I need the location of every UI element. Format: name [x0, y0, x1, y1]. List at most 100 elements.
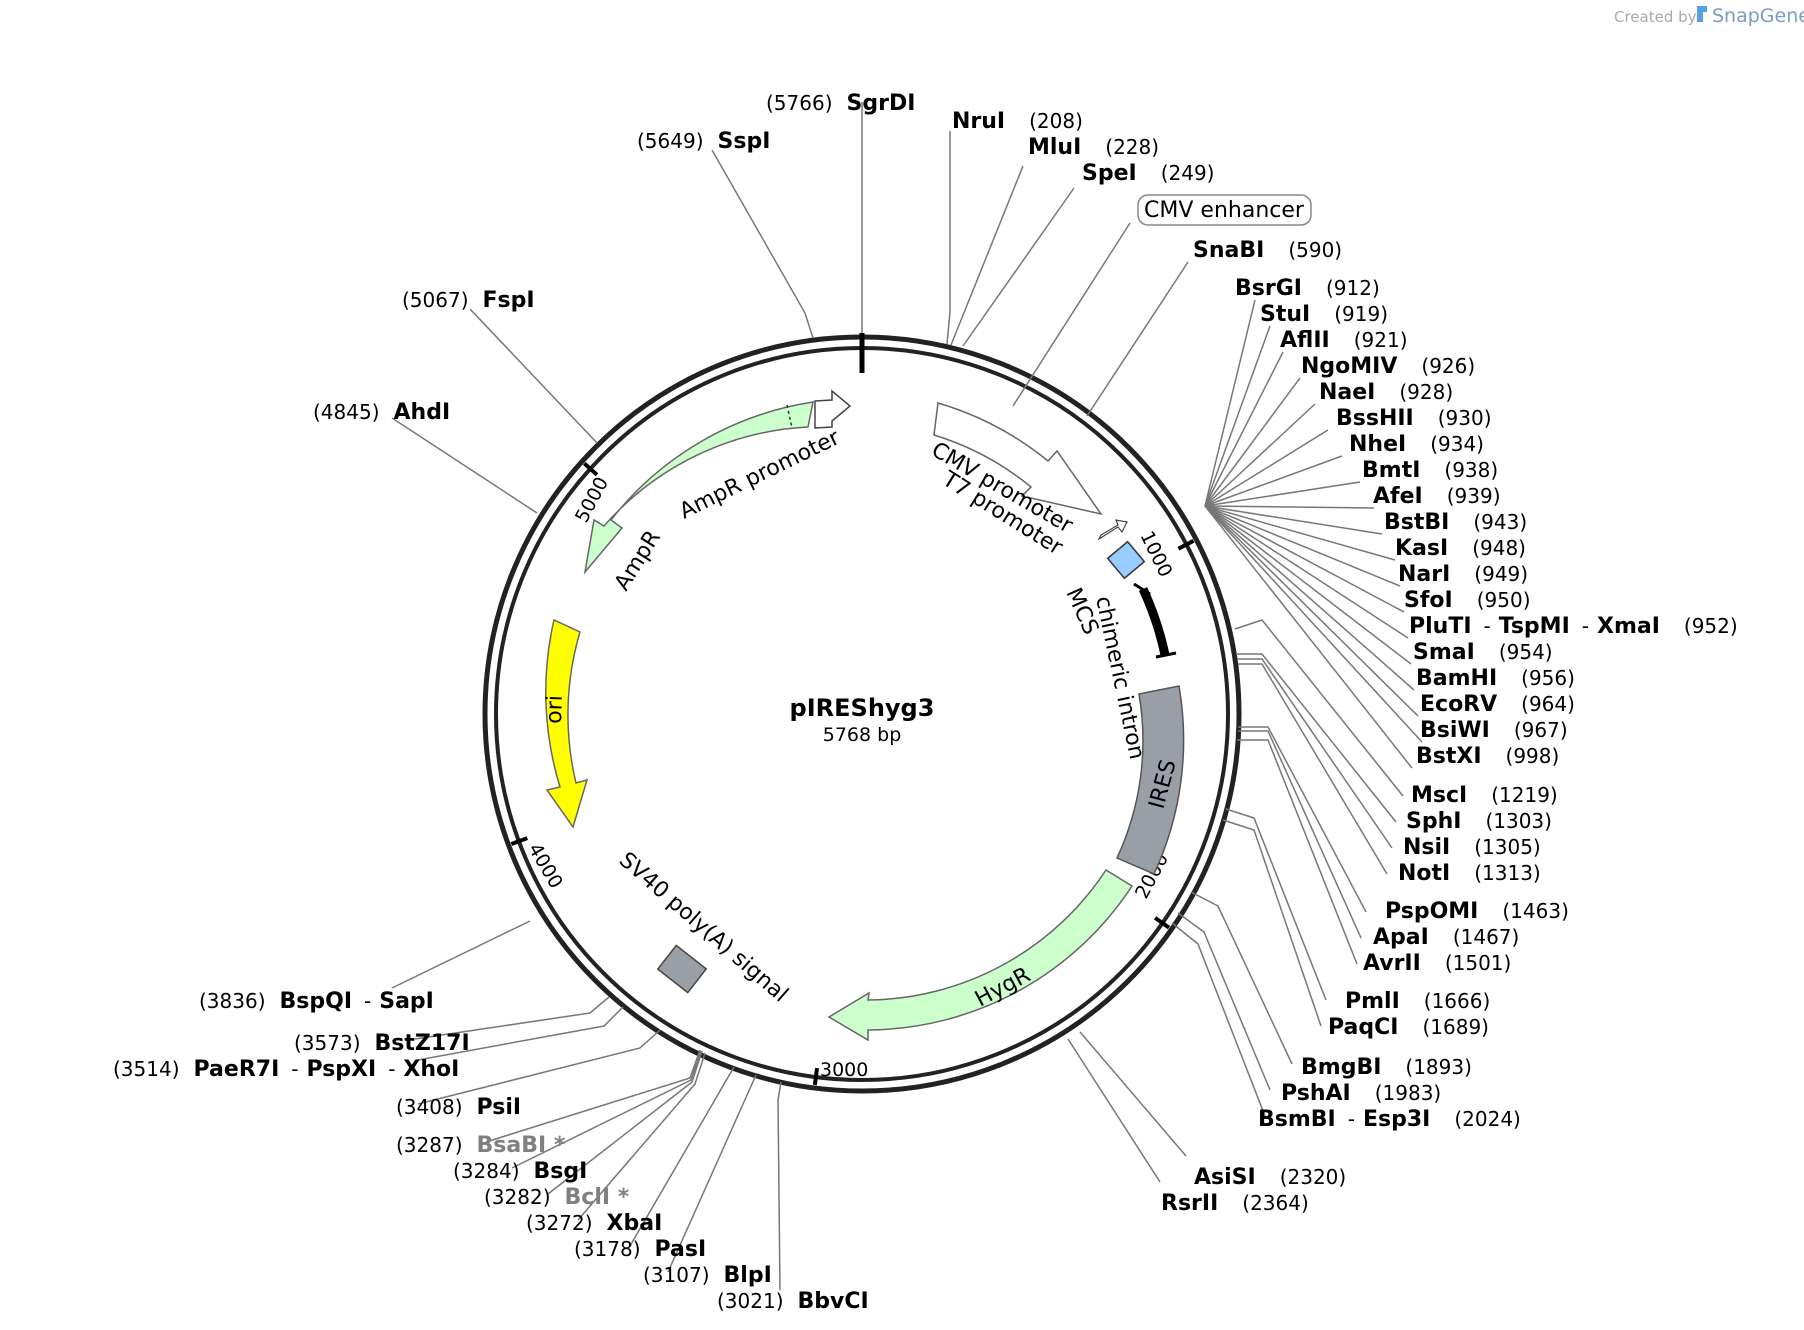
site-label[interactable]: PshAI(1983)	[1281, 1081, 1441, 1106]
feature-t7-promoter[interactable]	[1097, 519, 1128, 541]
site-label[interactable]: PmlI(1666)	[1345, 989, 1490, 1014]
credit-brand: SnapGene	[1712, 5, 1804, 27]
site-name-separator: -	[388, 1057, 395, 1081]
site-position: (1501)	[1445, 951, 1512, 975]
site-label[interactable]: PspOMI(1463)	[1385, 899, 1569, 924]
site-label[interactable]: KasI(948)	[1395, 536, 1526, 561]
site-label[interactable]: (3287)BsaBI *	[396, 1133, 566, 1158]
leader-xhoi	[417, 1006, 624, 1061]
site-enzyme-name: AsiSI	[1194, 1165, 1256, 1190]
site-label[interactable]: (5649)SspI	[637, 129, 770, 154]
site-label[interactable]: (5766)SgrDI	[766, 91, 915, 116]
site-label[interactable]: AsiSI(2320)	[1194, 1165, 1346, 1190]
site-label[interactable]: (3836)BspQI-SapI	[199, 989, 434, 1014]
site-label[interactable]: NsiI(1305)	[1403, 835, 1541, 860]
site-enzyme-name: SpeI	[1082, 161, 1137, 186]
site-label[interactable]: BstBI(943)	[1384, 510, 1527, 535]
site-label[interactable]: (3514)PaeR7I-PspXI-XhoI	[113, 1057, 459, 1082]
site-enzyme-name: PshAI	[1281, 1081, 1351, 1106]
site-label[interactable]: PaqCI(1689)	[1328, 1015, 1489, 1040]
site-label[interactable]: EcoRV(964)	[1420, 692, 1575, 717]
site-position: (5766)	[766, 91, 833, 115]
feature-cmv-promoter[interactable]	[933, 402, 1103, 516]
site-enzyme-name: AvrII	[1363, 951, 1421, 976]
site-enzyme-name: PsiI	[477, 1095, 522, 1120]
site-label[interactable]: (5067)FspI	[402, 288, 535, 313]
site-label[interactable]: NarI(949)	[1398, 562, 1528, 587]
site-label[interactable]: BmgBI(1893)	[1301, 1055, 1472, 1080]
feature-label-chimeric-intron: chimeric intron	[1090, 594, 1149, 762]
site-label[interactable]: PluTI-TspMI-XmaI(952)	[1409, 614, 1738, 639]
leader-ahdi	[391, 417, 538, 514]
feature-ampr-promoter[interactable]	[814, 389, 852, 429]
site-label[interactable]: BmtI(938)	[1362, 458, 1498, 483]
site-position: (4845)	[313, 400, 380, 424]
site-label[interactable]: (3282)BclI *	[484, 1185, 630, 1210]
tick-mark	[583, 461, 599, 477]
site-label[interactable]: RsrII(2364)	[1161, 1191, 1309, 1216]
site-enzyme-name: AfeI	[1373, 484, 1423, 509]
site-position: (964)	[1521, 692, 1575, 716]
site-enzyme-name: PspOMI	[1385, 899, 1478, 924]
site-position: (3021)	[717, 1289, 784, 1313]
site-label[interactable]: BamHI(956)	[1416, 666, 1575, 691]
site-label[interactable]: (3107)BlpI	[643, 1263, 772, 1288]
site-label[interactable]: AfeI(939)	[1373, 484, 1501, 509]
site-position: (3287)	[396, 1133, 463, 1157]
site-enzyme-name: NruI	[952, 109, 1005, 134]
plasmid-title: pIREShyg3 5768 bp	[790, 694, 935, 746]
site-label[interactable]: SfoI(950)	[1404, 588, 1531, 613]
site-label[interactable]: BsmBI-Esp3I(2024)	[1258, 1107, 1521, 1132]
site-position: (1666)	[1424, 989, 1491, 1013]
site-label[interactable]: BsrGI(912)	[1235, 276, 1380, 301]
site-label[interactable]: StuI(919)	[1260, 302, 1388, 327]
restriction-site-labels: (5766)SgrDI (5649)SspI (5067)FspI (4845)Ahd…	[113, 91, 1738, 1314]
leader-bsabi	[485, 1049, 701, 1143]
site-label[interactable]: NotI(1313)	[1398, 861, 1541, 886]
feature-ori[interactable]	[545, 618, 589, 829]
leader-bspqi	[391, 920, 531, 989]
site-label[interactable]: NaeI(928)	[1319, 380, 1453, 405]
site-label[interactable]: (3021)BbvCI	[717, 1289, 869, 1314]
site-label[interactable]: (3573)BstZ17I	[294, 1031, 470, 1056]
feature-mcs[interactable]	[1106, 540, 1146, 580]
site-label[interactable]: SmaI(954)	[1413, 640, 1553, 665]
site-label[interactable]: (4845)AhdI	[313, 400, 450, 425]
site-label[interactable]: (3178)PasI	[574, 1237, 706, 1262]
site-enzyme-name: BspQI	[280, 989, 353, 1014]
site-label[interactable]: BssHII(930)	[1336, 406, 1492, 431]
site-enzyme-name: RsrII	[1161, 1191, 1218, 1216]
site-label[interactable]: SpeI(249)	[1082, 161, 1214, 186]
feature-label-cmv-enhancer: CMV enhancer	[1144, 198, 1305, 223]
site-position: (926)	[1421, 354, 1475, 378]
leader-spei	[962, 187, 1075, 347]
site-enzyme-name: TspMI	[1499, 614, 1570, 639]
site-enzyme-name: SspI	[718, 129, 771, 154]
site-position: (3178)	[574, 1237, 641, 1261]
feature-sv40-polya[interactable]	[656, 944, 708, 994]
site-enzyme-name: Esp3I	[1363, 1107, 1430, 1132]
snapgene-credit[interactable]: Created by SnapGene	[1614, 5, 1804, 27]
feature-hygr[interactable]	[827, 868, 1134, 1042]
site-position: (3282)	[484, 1185, 551, 1209]
site-label[interactable]: NheI(934)	[1349, 432, 1484, 457]
site-label[interactable]: SphI(1303)	[1406, 809, 1552, 834]
site-label[interactable]: (3408)PsiI	[396, 1095, 521, 1120]
site-label[interactable]: BstXI(998)	[1416, 744, 1559, 769]
site-label[interactable]: MluI(228)	[1028, 135, 1159, 160]
feature-ires[interactable]	[1115, 685, 1185, 875]
site-enzyme-name: XmaI	[1597, 614, 1660, 639]
site-label[interactable]: MscI(1219)	[1411, 783, 1558, 808]
site-label[interactable]: (3284)BsgI	[453, 1159, 587, 1184]
site-enzyme-name: BsrGI	[1235, 276, 1302, 301]
site-label[interactable]: (3272)XbaI	[526, 1211, 662, 1236]
site-label[interactable]: BsiWI(967)	[1420, 718, 1568, 743]
site-label[interactable]: AflII(921)	[1280, 328, 1408, 353]
site-label[interactable]: ApaI(1467)	[1373, 925, 1519, 950]
site-label[interactable]: NruI(208)	[952, 109, 1083, 134]
site-position: (921)	[1354, 328, 1408, 352]
site-label[interactable]: AvrII (1501)	[1363, 951, 1511, 976]
site-label[interactable]: NgoMIV(926)	[1301, 354, 1475, 379]
site-label[interactable]: SnaBI(590)	[1193, 238, 1342, 263]
site-position: (930)	[1438, 406, 1492, 430]
